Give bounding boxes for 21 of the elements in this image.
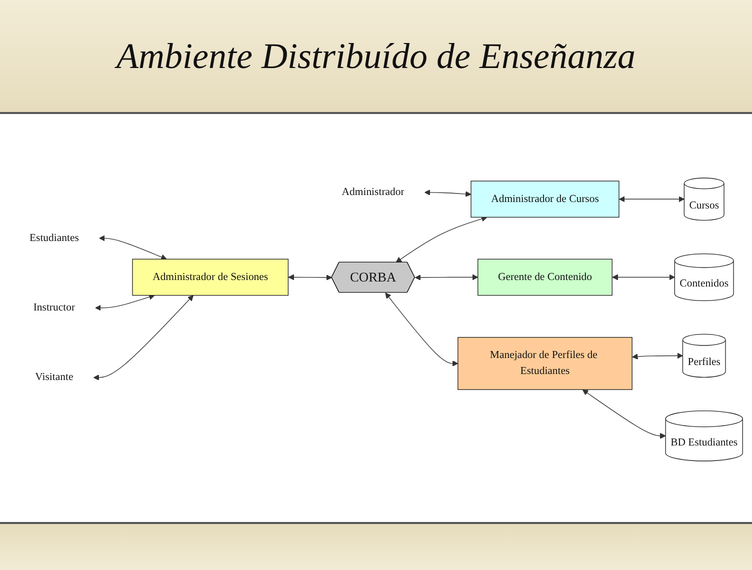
arrow: [396, 216, 488, 263]
arrow: [414, 274, 478, 281]
node-text: Visitante: [35, 372, 74, 384]
arrow: [93, 295, 194, 381]
arrow: [385, 292, 458, 367]
arrow: [424, 190, 472, 198]
node-box: Administrador de Cursos: [470, 181, 620, 218]
arrow: [95, 294, 155, 312]
title: Ambiente Distribuído de Enseñanza: [116, 35, 636, 77]
node-box: Gerente de Contenido: [478, 259, 612, 296]
arrow: [618, 196, 684, 202]
arrow: [99, 236, 167, 260]
arrow: [288, 274, 332, 281]
node-box: Administrador de Sesiones: [132, 259, 289, 296]
arrow: [612, 274, 675, 281]
arrow: [632, 353, 683, 360]
node-text: Administrador: [342, 186, 404, 198]
node-text: Estudiantes: [29, 232, 79, 244]
node-text: Instructor: [33, 302, 76, 314]
node-box: Manejador de Perfiles de Estudiantes: [458, 337, 632, 390]
arrow: [582, 390, 666, 440]
